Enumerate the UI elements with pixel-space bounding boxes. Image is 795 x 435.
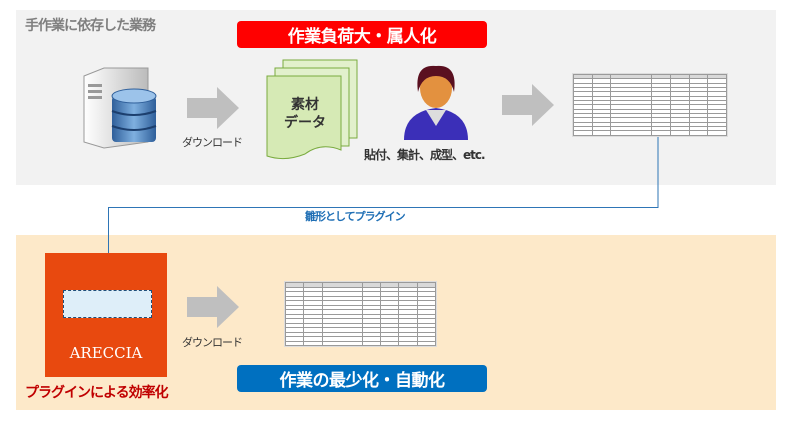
- spreadsheet-thumbnail: [572, 73, 728, 137]
- arrow-right-icon: [187, 286, 239, 328]
- workload-banner: 作業負荷大・属人化: [237, 21, 487, 48]
- plugin-slot: [63, 290, 152, 318]
- spreadsheet-grid: [285, 282, 436, 346]
- material-data-line1: 素材: [291, 97, 319, 113]
- download-label: ダウンロード: [182, 336, 243, 349]
- document-stack-icon: [266, 59, 358, 160]
- arrow-right-icon: [187, 87, 239, 129]
- spreadsheet-thumbnail: [284, 281, 437, 347]
- download-label: ダウンロード: [182, 136, 243, 149]
- database-server-icon: [83, 67, 157, 149]
- manual-work-title: 手作業に依存した業務: [25, 18, 156, 34]
- arrow-right-icon: [502, 84, 554, 126]
- manual-work-caption: 貼付、集計、成型、etc.: [364, 148, 486, 162]
- person-icon: [404, 65, 468, 140]
- automation-banner: 作業の最少化・自動化: [237, 365, 487, 392]
- spreadsheet-grid: [573, 74, 727, 136]
- material-data-line2: データ: [284, 115, 326, 131]
- plugin-template-label: 雛形としてプラグイン: [305, 210, 406, 223]
- areccia-product-name: ARECCIA: [69, 344, 143, 362]
- plugin-efficiency-label: プラグインによる効率化: [25, 385, 169, 401]
